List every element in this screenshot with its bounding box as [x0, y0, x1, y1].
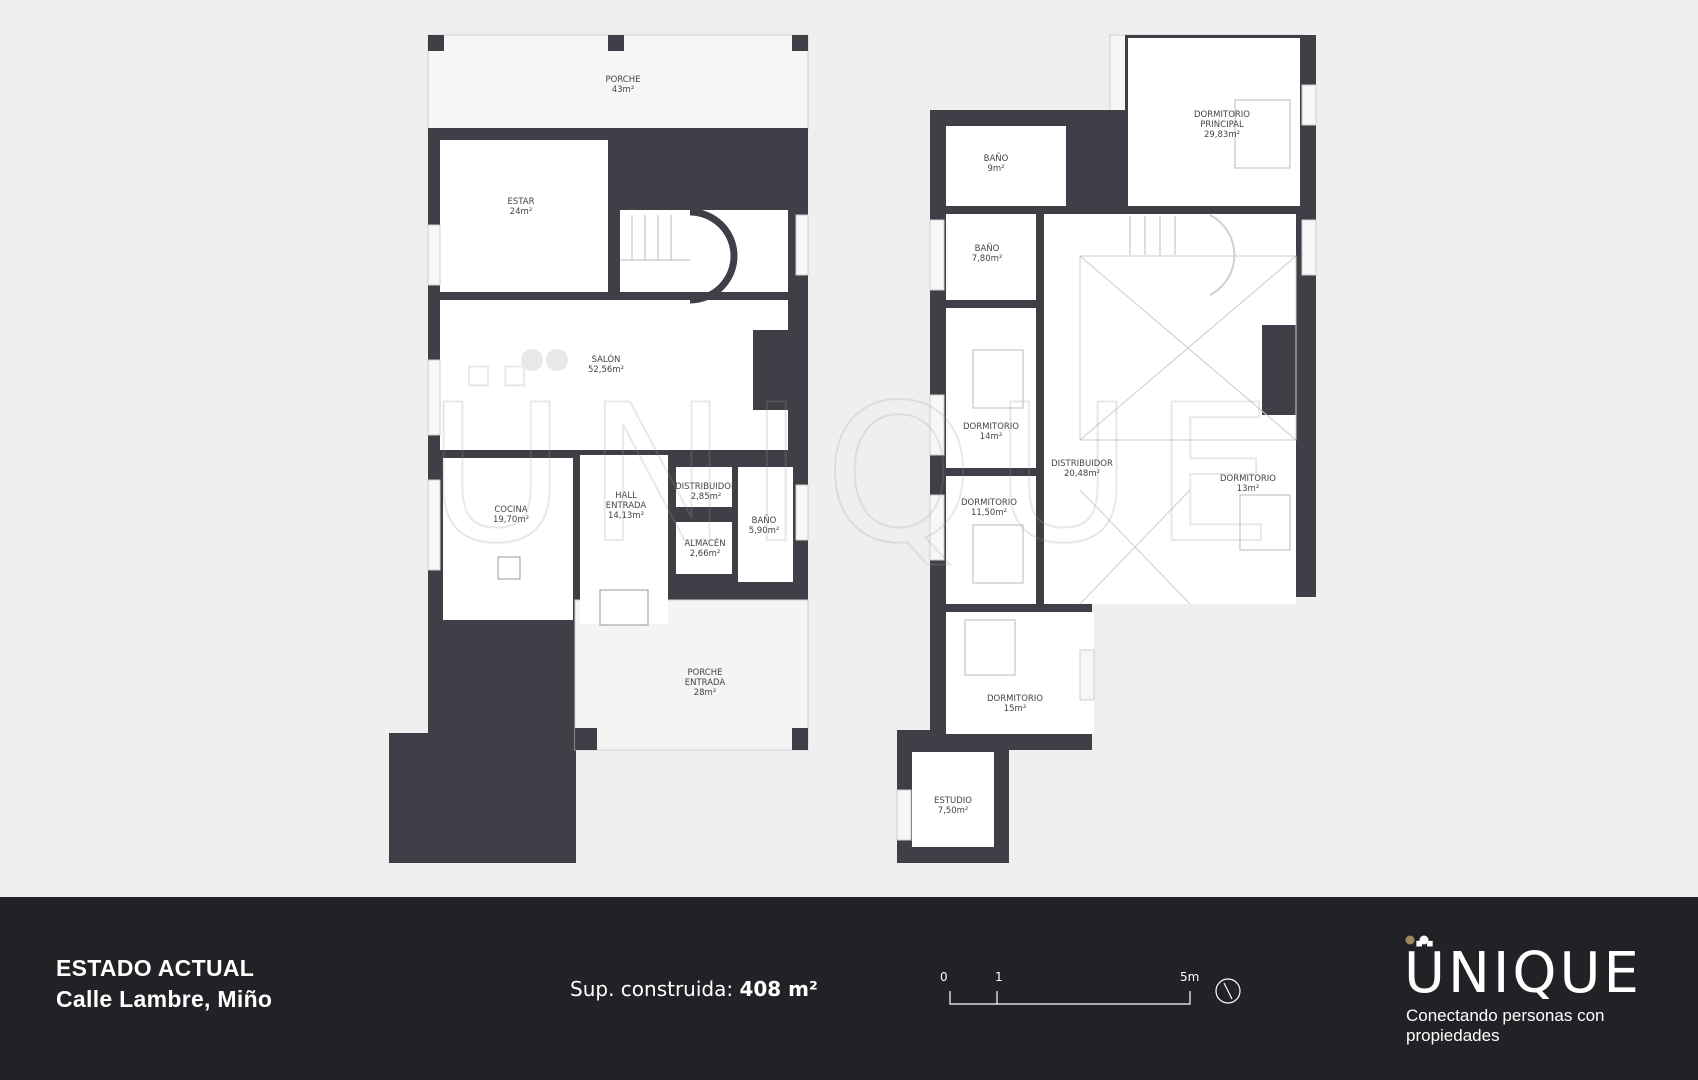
label-bano-ground: BAÑO — [752, 515, 777, 526]
area-dormitorio-1150: 11,50m² — [971, 508, 1007, 518]
area-distribuidor-big: 20,48m² — [1064, 469, 1100, 479]
label-dormitorio-14: DORMITORIO — [963, 422, 1019, 432]
area-dormitorio-principal: 29,83m² — [1204, 130, 1240, 140]
area-dormitorio-15: 15m² — [1004, 704, 1027, 714]
label-dormitorio-principal-2: PRINCIPAL — [1200, 120, 1244, 130]
label-almacen: ALMACÉN — [684, 537, 725, 549]
built-area: Sup. construida: 408 m² — [570, 977, 818, 1001]
label-bano-780: BAÑO — [975, 243, 1000, 254]
floor-plan: PORCHE 43m² ESTAR 24m² SALÓN 52,56m² COC… — [389, 34, 1317, 863]
footer-title: ESTADO ACTUAL — [56, 955, 255, 981]
ground-floor: PORCHE 43m² ESTAR 24m² SALÓN 52,56m² COC… — [389, 34, 809, 863]
label-dormitorio-1150: DORMITORIO — [961, 498, 1017, 508]
area-porche-top: 43m² — [612, 85, 635, 95]
scale-label-1: 1 — [995, 970, 1003, 984]
area-dormitorio-14: 14m² — [980, 432, 1003, 442]
area-hall: 14,13m² — [608, 511, 644, 521]
built-area-value: 408 m² — [739, 977, 818, 1001]
label-salon: SALÓN — [592, 353, 621, 365]
label-estudio: ESTUDIO — [934, 796, 972, 806]
label-porche-entrada-2: ENTRADA — [685, 678, 726, 688]
label-hall-2: ENTRADA — [606, 501, 647, 511]
brand-tagline: Conectando personas con propiedades — [1406, 1006, 1605, 1045]
watermark: ÜNIQUE — [426, 349, 1293, 586]
scale-label-5: 5m — [1180, 970, 1199, 984]
area-porche-entrada: 28m² — [694, 688, 717, 698]
label-dormitorio-13: DORMITORIO — [1220, 474, 1276, 484]
footer-address: Calle Lambre, Miño — [56, 986, 273, 1012]
label-hall-1: HALL — [615, 491, 637, 501]
svg-text:ÜNIQUE: ÜNIQUE — [427, 364, 1293, 585]
area-cocina: 19,70m² — [493, 515, 529, 525]
label-porche-top: PORCHE — [606, 75, 641, 85]
north-arrow-icon — [1215, 978, 1241, 1004]
area-distribuidor-small: 2,85m² — [691, 492, 722, 502]
logo-dots-icon — [1405, 935, 1429, 945]
built-area-label: Sup. construida: — [570, 977, 734, 1001]
label-distribuidor-small: DISTRIBUIDOR — [675, 482, 737, 492]
area-bano-ground: 5,90m² — [749, 526, 780, 536]
area-salon: 52,56m² — [588, 365, 624, 375]
label-bano-9: BAÑO — [984, 153, 1009, 164]
upper-floor: DORMITORIO PRINCIPAL 29,83m² BAÑO 9m² BA… — [896, 34, 1317, 863]
area-bano-9: 9m² — [987, 164, 1004, 174]
scale-bar: 0 1 5m — [940, 970, 1241, 1005]
area-almacen: 2,66m² — [690, 549, 721, 559]
label-dormitorio-principal-1: DORMITORIO — [1194, 110, 1250, 120]
area-estar: 24m² — [510, 207, 533, 217]
scale-label-0: 0 — [940, 970, 948, 984]
label-distribuidor-big: DISTRIBUIDOR — [1051, 459, 1113, 469]
label-porche-entrada-1: PORCHE — [688, 668, 723, 678]
label-estar: ESTAR — [507, 197, 534, 207]
brand-logo: ÜNIQUE — [1404, 941, 1642, 1006]
label-cocina: COCINA — [494, 505, 527, 515]
area-bano-780: 7,80m² — [972, 254, 1003, 264]
footer-bar: ESTADO ACTUAL Calle Lambre, Miño Sup. co… — [0, 897, 1698, 1080]
area-dormitorio-13: 13m² — [1237, 484, 1260, 494]
label-dormitorio-15: DORMITORIO — [987, 694, 1043, 704]
area-estudio: 7,50m² — [938, 806, 969, 816]
